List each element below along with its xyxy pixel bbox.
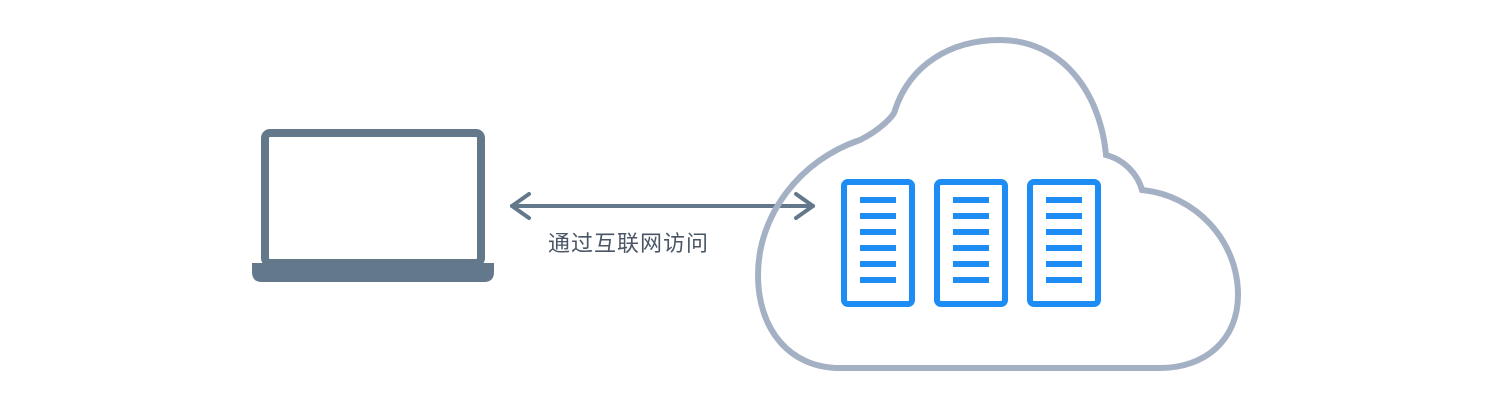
laptop-icon [252,129,494,282]
connection-label: 通过互联网访问 [548,232,710,257]
cloud-icon [754,36,1242,371]
server-rack-2 [934,179,1008,307]
server-rack-3 [1027,179,1101,307]
bidirectional-arrow [510,192,815,220]
server-rack-1 [841,179,915,307]
